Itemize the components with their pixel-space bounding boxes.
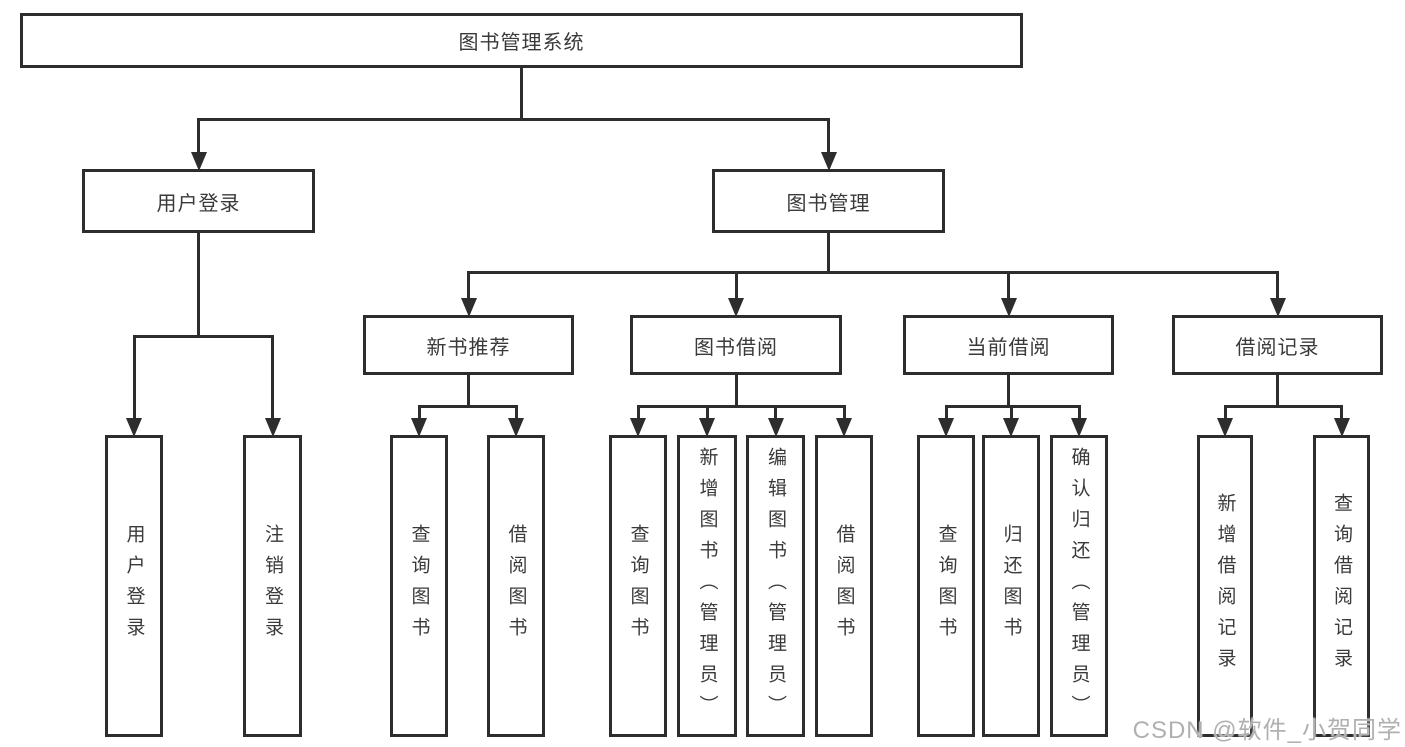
connector-stem [1276,375,1279,406]
node-leaf-recd-add: 新增借阅记录 [1197,435,1253,737]
arrowhead-down-icon [460,298,477,317]
node-label: 当前借阅 [966,336,1051,359]
node-root: 图书管理系统 [20,13,1023,68]
node-label: 借阅记录 [1235,336,1320,359]
node-label: 图书管理 [786,192,871,215]
node-leaf-bor-edit: 编辑图书（管理员） [746,435,805,737]
node-label: 新书推荐 [426,336,511,359]
connector-drop [417,406,421,418]
arrowhead-down-icon [728,298,744,317]
node-label: 归还图书 [1000,524,1022,648]
connector-drop [197,119,200,152]
connector-drop [1340,406,1343,418]
node-label: 确认归还（管理员） [1068,446,1090,726]
arrowhead-down-icon [411,418,427,437]
node-label: 新增图书（管理员） [696,446,718,726]
node-leaf-bor-add: 新增图书（管理员） [677,435,737,737]
connector-bus [417,404,518,408]
arrowhead-down-icon [126,418,142,437]
connector-drop [271,336,274,418]
csdn-watermark: CSDN @软件_小贺同学 [1132,717,1402,744]
arrowhead-down-icon [190,152,207,171]
connector-bus [944,404,1081,408]
node-label: 借阅图书 [833,524,855,648]
connector-stem [197,233,200,336]
node-label: 编辑图书（管理员） [765,446,786,726]
arrowhead-down-icon [767,418,784,437]
connector-stem [520,68,523,119]
node-leaf-cur-confirm: 确认归还（管理员） [1050,435,1108,737]
connector-drop [774,406,777,418]
node-label: 新增借阅记录 [1214,493,1236,679]
node-leaf-rec-query: 查询图书 [390,435,448,737]
node-borrow: 图书借阅 [630,315,842,375]
arrowhead-down-icon [630,418,646,437]
node-leaf-rec-borrow: 借阅图书 [487,435,545,737]
connector-bus [1223,404,1343,408]
node-label: 查询借阅记录 [1331,493,1352,679]
connector-bus [636,404,846,408]
node-leaf-recd-query: 查询借阅记录 [1313,435,1370,737]
connector-drop [1007,272,1010,298]
node-rec: 新书推荐 [363,315,574,375]
connector-drop [1077,406,1081,418]
connector-drop [1009,406,1013,418]
node-label: 查询图书 [935,524,957,648]
arrowhead-down-icon [1003,418,1019,437]
connector-drop [514,406,518,418]
node-leaf-bor-borrow: 借阅图书 [815,435,873,737]
arrowhead-down-icon [1217,418,1233,437]
arrowhead-down-icon [264,418,281,437]
connector-drop [944,406,948,418]
node-label: 图书借阅 [694,336,778,359]
node-label: 借阅图书 [505,524,527,648]
connector-drop [734,272,738,298]
arrowhead-down-icon [820,152,837,171]
arrowhead-down-icon [836,418,852,437]
arrowhead-down-icon [508,418,524,437]
arrowhead-down-icon [938,418,954,437]
node-login: 用户登录 [82,169,315,233]
connector-drop [636,406,640,418]
node-leaf-bor-query: 查询图书 [609,435,667,737]
arrowhead-down-icon [699,418,715,437]
connector-drop [467,272,470,298]
node-leaf-user-login: 用户登录 [105,435,163,737]
node-label: 图书管理系统 [458,32,585,54]
connector-stem [1007,375,1010,406]
connector-drop [1223,406,1227,418]
connector-drop [1276,272,1279,298]
node-leaf-logout: 注销登录 [243,435,302,737]
node-label: 注销登录 [262,524,283,648]
node-label: 用户登录 [123,524,145,648]
arrowhead-down-icon [1000,298,1017,317]
node-label: 查询图书 [408,524,430,648]
node-mgmt: 图书管理 [712,169,945,233]
connector-drop [705,406,709,418]
connector-stem [467,375,470,406]
arrowhead-down-icon [1333,418,1350,437]
node-leaf-cur-return: 归还图书 [982,435,1040,737]
arrowhead-down-icon [1071,418,1087,437]
node-label: 用户登录 [156,192,241,215]
connector-bus [197,117,830,121]
node-current: 当前借阅 [903,315,1114,375]
connector-bus [132,334,274,338]
connector-stem [734,375,738,406]
arrowhead-down-icon [1269,298,1286,317]
connector-bus [467,270,1279,274]
node-label: 查询图书 [627,524,649,648]
connector-drop [827,119,830,152]
connector-stem [827,233,830,272]
connector-drop [842,406,846,418]
node-records: 借阅记录 [1172,315,1383,375]
node-leaf-cur-query: 查询图书 [917,435,975,737]
connector-drop [132,336,136,418]
